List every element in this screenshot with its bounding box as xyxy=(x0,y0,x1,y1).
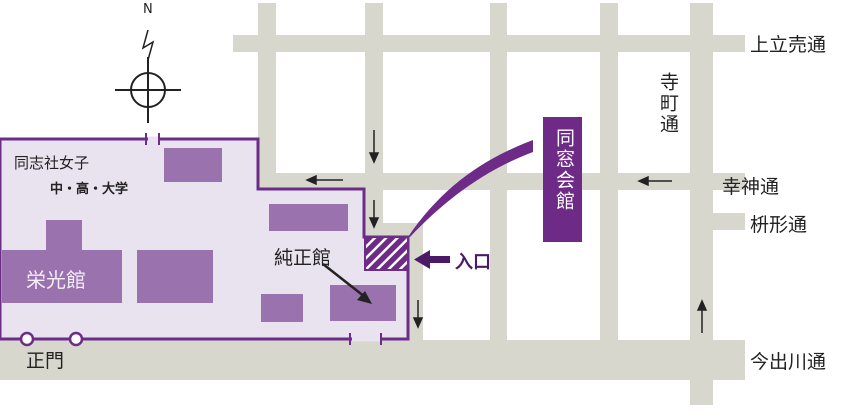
entrance-arrow-icon xyxy=(414,250,450,269)
building-junseikan xyxy=(330,285,396,321)
street-label-kojin: 幸神通 xyxy=(722,176,780,198)
buildings xyxy=(2,148,396,322)
street-label-masugata: 枡形通 xyxy=(750,214,808,236)
road-kamidachiuri xyxy=(233,35,745,52)
campus-name: 同志社女子 xyxy=(14,154,90,172)
campus-schools: 中・高・大学 xyxy=(50,182,129,197)
street-label-imadegawa: 今出川通 xyxy=(750,351,827,373)
main-gate-post xyxy=(19,331,35,347)
road-imadegawa xyxy=(0,340,745,380)
dosokaikan-label: 同窓会館 xyxy=(553,128,575,212)
junseikan-label: 純正館 xyxy=(274,247,332,269)
callout-swoosh xyxy=(408,140,533,237)
building xyxy=(269,204,348,231)
road-v1 xyxy=(258,3,276,188)
north-label: N xyxy=(143,2,153,17)
road-masugata xyxy=(705,213,745,230)
compass-icon xyxy=(115,29,181,123)
main-gate-post xyxy=(68,331,84,347)
street-label-teramachi: 寺町通 xyxy=(657,72,679,135)
dosokaikan-building xyxy=(364,236,409,271)
road-v3 xyxy=(490,3,507,340)
street-label-kamidachiuri: 上立売通 xyxy=(750,34,827,56)
road-v4 xyxy=(600,3,618,340)
main-gate-label: 正門 xyxy=(26,350,65,372)
campus-gates xyxy=(148,136,380,342)
one-way-arrows xyxy=(305,130,708,333)
arrowhead xyxy=(357,291,372,304)
dosokaikan-label-box xyxy=(543,117,582,242)
building xyxy=(137,250,213,303)
building xyxy=(164,148,222,182)
building-eikokan xyxy=(46,220,82,252)
entrance-label: 入口 xyxy=(455,252,491,273)
building xyxy=(261,294,303,322)
eikokan-label: 栄光館 xyxy=(26,268,86,292)
building-eikokan xyxy=(2,250,122,303)
road-teramachi xyxy=(690,3,713,405)
junseikan-pointer-arrow xyxy=(322,263,366,298)
